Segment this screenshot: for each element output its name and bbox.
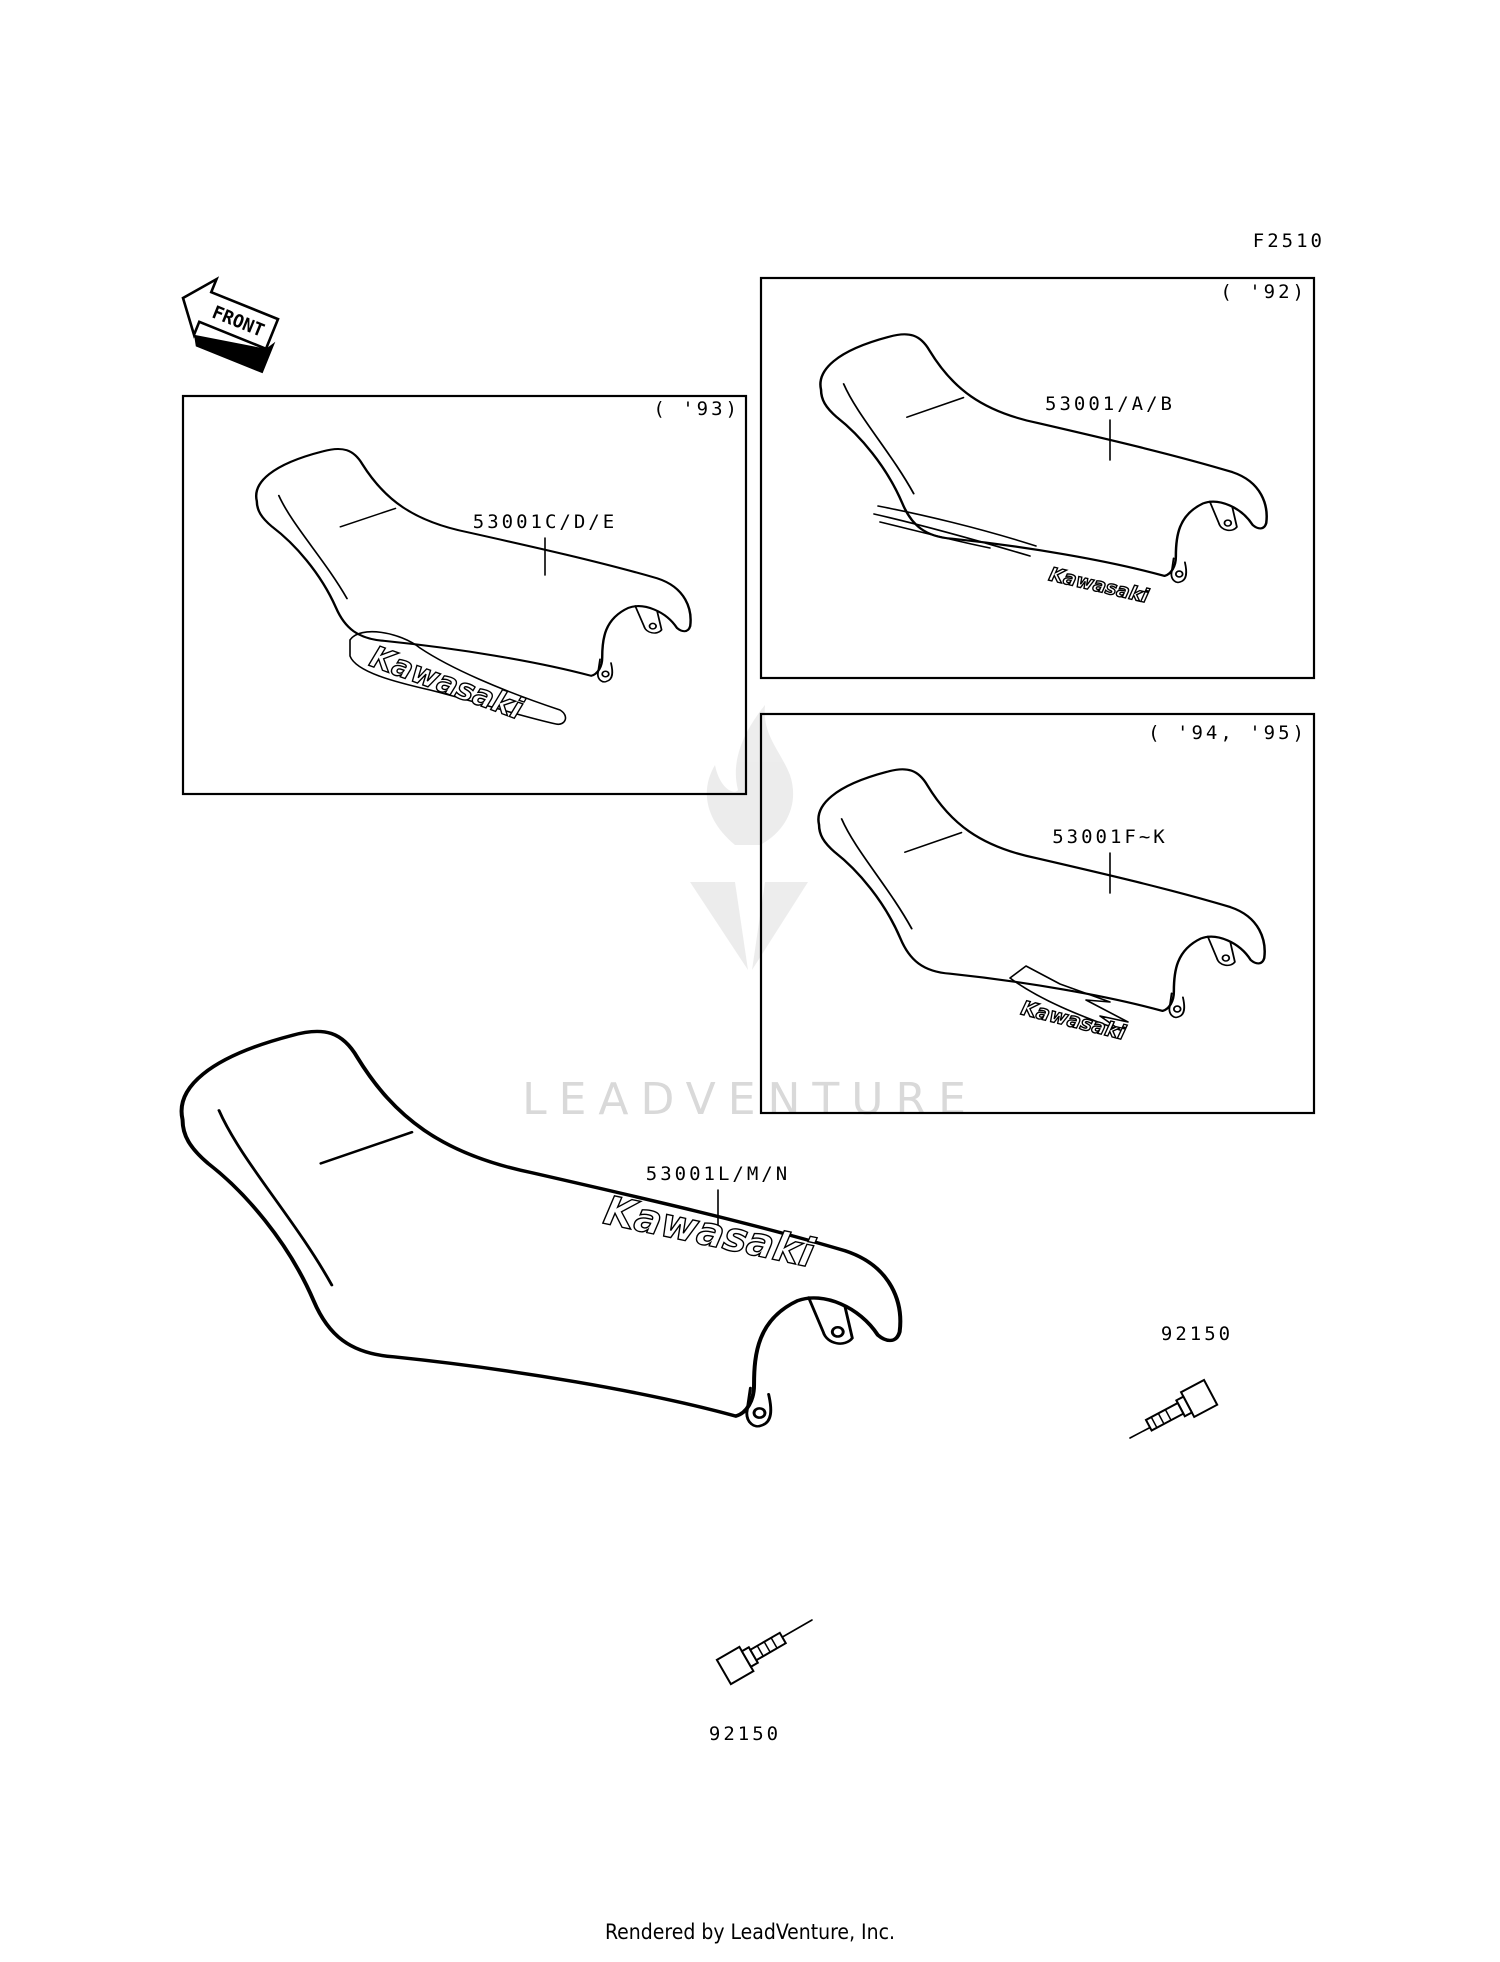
- footer-credit: Rendered by LeadVenture, Inc.: [605, 1920, 895, 1944]
- panel-92: ( '92) 53001/A/B Kawasaki: [759, 276, 1316, 680]
- watermark: LEADVENTURE: [522, 705, 978, 1125]
- watermark-text: LEADVENTURE: [522, 1074, 978, 1125]
- panel-94-95-part-number: 53001F~K: [1052, 826, 1168, 848]
- panel-92-year: ( '92): [1220, 281, 1307, 303]
- panel-92-frame: [759, 276, 1316, 680]
- panel-93: ( '93) 53001C/D/E Kawasaki: [181, 394, 748, 796]
- seat-53001-drawing: [819, 333, 1268, 584]
- panel-94-95-frame: [759, 712, 1316, 1115]
- watermark-flame-icon: [690, 705, 808, 970]
- seat-93-graphic-splash: [349, 630, 567, 726]
- seat-92-stripe-1: [877, 505, 1037, 547]
- bolt-right-part-number: 92150: [1161, 1323, 1233, 1345]
- bolt-right-icon: [1144, 1378, 1219, 1432]
- panel-93-part-number: 53001C/D/E: [473, 511, 617, 533]
- seat-92-kawasaki-logo: Kawasaki: [1047, 563, 1151, 607]
- main-seat-part-number: 53001L/M/N: [646, 1163, 790, 1185]
- bolt-92150-left: 92150: [709, 1619, 813, 1745]
- front-arrow-icon: FRONT: [181, 276, 280, 374]
- panel-94-95: ( '94, '95) 53001F~K Kawasaki: [759, 712, 1316, 1115]
- seat-93-kawasaki-logo: Kawasaki: [365, 640, 528, 728]
- seat-53001c-drawing: [254, 447, 692, 684]
- seat-92-stripe-3: [879, 521, 991, 549]
- main-seat-kawasaki-logo: Kawasaki: [600, 1188, 819, 1278]
- panel-94-95-year: ( '94, '95): [1148, 722, 1307, 744]
- seat-53001f-drawing: [817, 768, 1266, 1019]
- bolt-92150-right: 92150: [1129, 1323, 1233, 1439]
- panel-92-part-number: 53001/A/B: [1045, 393, 1175, 415]
- figure-code: F2510: [1253, 230, 1325, 252]
- bolt-left-icon: [715, 1631, 788, 1686]
- panel-93-year: ( '93): [653, 398, 740, 420]
- seat-94-graphic-flame: [1009, 965, 1129, 1031]
- seat-92-stripe-2: [873, 513, 1031, 557]
- bolt-left-part-number: 92150: [709, 1723, 781, 1745]
- panel-93-frame: [181, 394, 748, 796]
- seat-94-kawasaki-logo: Kawasaki: [1019, 996, 1129, 1045]
